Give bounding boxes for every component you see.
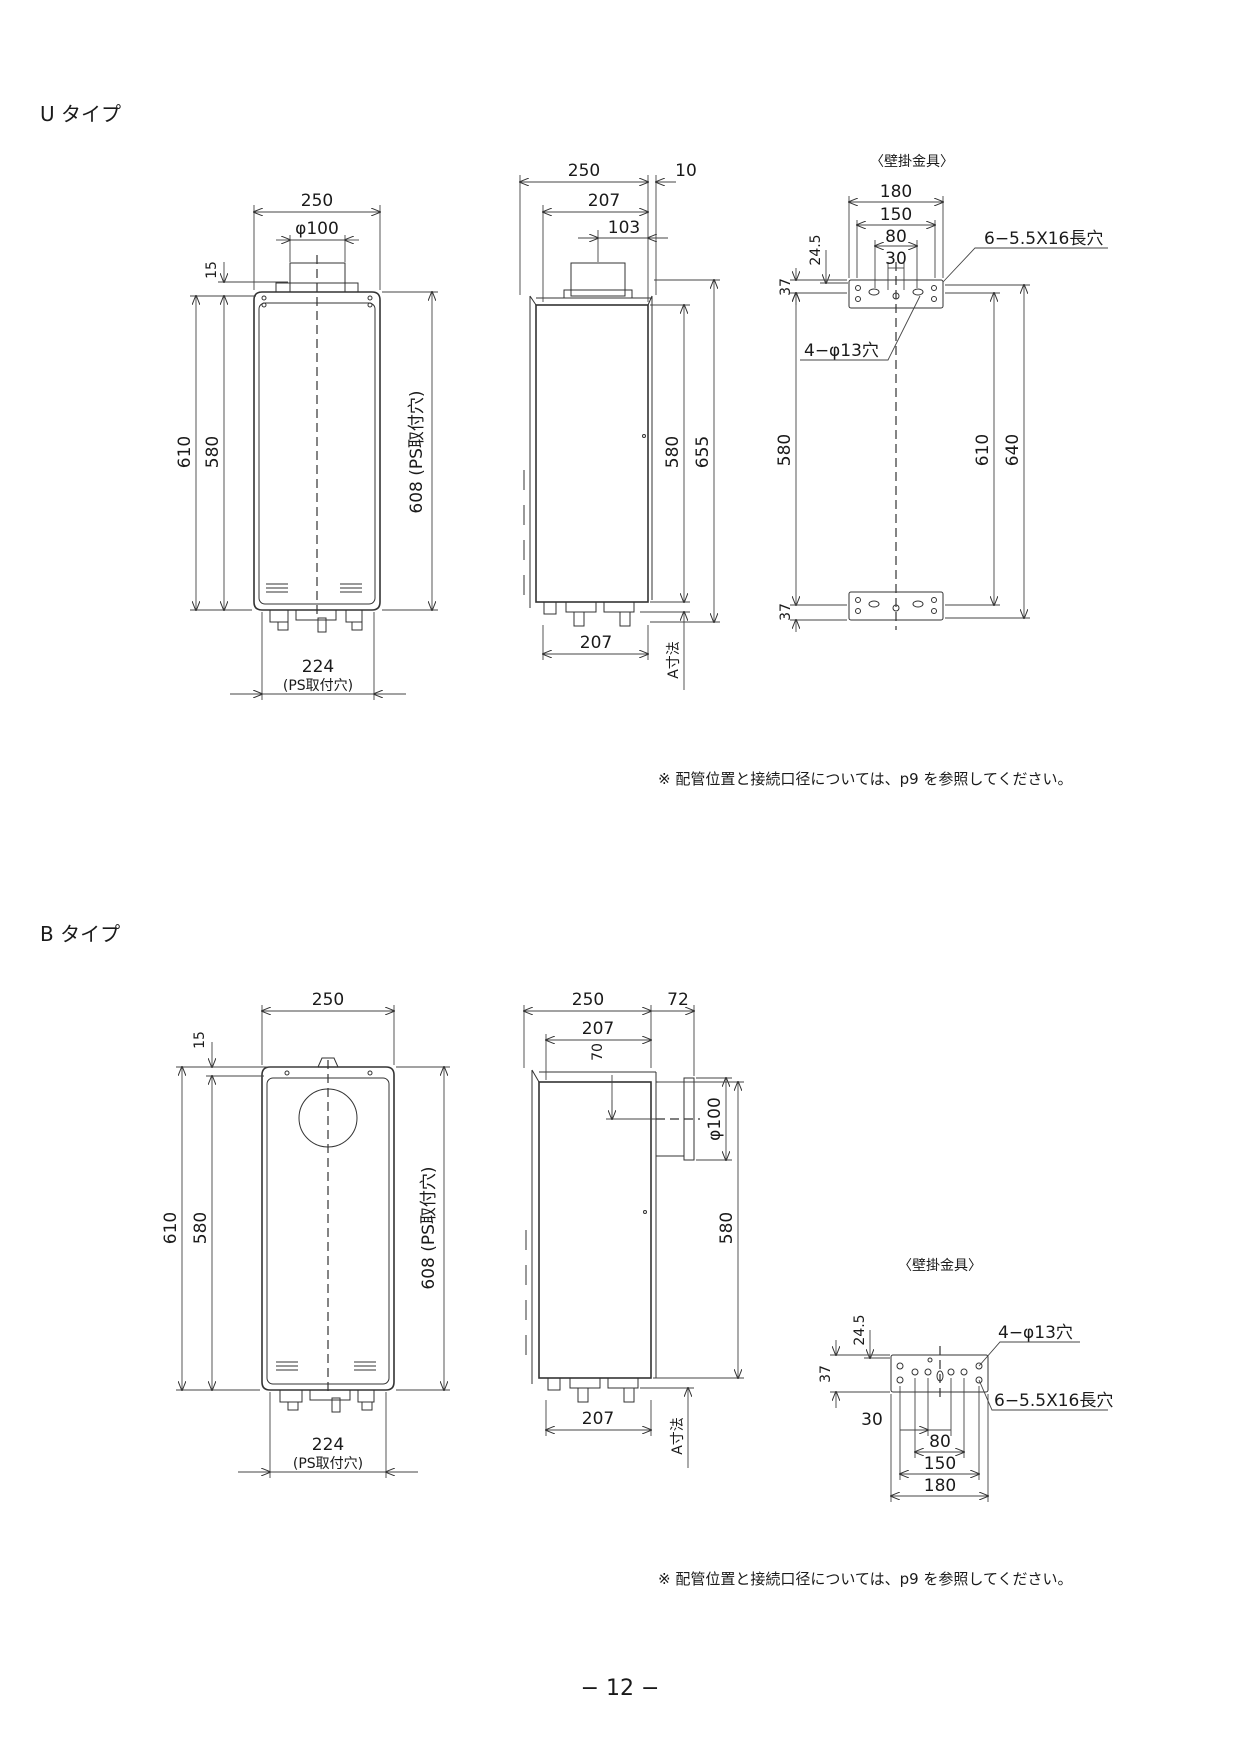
b-front-view (261, 1057, 395, 1413)
b-front-top-offset: 15 (192, 1031, 208, 1049)
b-type-title: B タイプ (40, 922, 121, 946)
u-front-top-offset: 15 (204, 261, 220, 279)
b-bracket-h24-5: 24.5 (852, 1314, 868, 1345)
u-side-flange: 10 (675, 161, 697, 181)
b-bracket-h37: 37 (818, 1365, 834, 1383)
b-side-flue-dia: φ100 (705, 1097, 725, 1141)
b-front-dimensions: 250 15 610 580 608 (PS取付穴) 224 (PS取付穴) (161, 990, 450, 1478)
u-bracket-h37-top: 37 (778, 278, 794, 296)
b-bracket-dimensions: 24.5 4−φ13穴 37 6−5.5X16長穴 30 80 150 180 (818, 1314, 1113, 1502)
u-bracket-dimensions: 180 150 80 30 24.5 6−5.5X16長穴 4−φ13穴 37 … (775, 182, 1108, 632)
u-bracket-view: 〈壁掛金具〉 (848, 154, 954, 630)
b-bracket-hole-label: 4−φ13穴 (998, 1323, 1073, 1343)
u-side-dimensions: 250 10 207 103 580 655 A寸法 207 (520, 161, 720, 690)
b-front-width: 250 (312, 990, 344, 1010)
u-bracket-w180: 180 (880, 182, 912, 202)
u-bracket-w30: 30 (885, 249, 907, 269)
u-side-height-body: 580 (663, 436, 683, 468)
u-bracket-w150: 150 (880, 205, 912, 225)
u-side-view (523, 262, 653, 627)
u-side-depth: 250 (568, 161, 600, 181)
b-front-ps-width-label: (PS取付穴) (293, 1456, 363, 1472)
b-front-height-total: 610 (161, 1212, 181, 1244)
u-bracket-title: 〈壁掛金具〉 (870, 154, 954, 170)
b-bracket-view: 〈壁掛金具〉 (890, 1258, 989, 1400)
b-side-flue-len: 72 (667, 990, 689, 1010)
u-side-a-dimension: A寸法 (666, 641, 682, 679)
u-type-note: ※ 配管位置と接続口径については、p9 を参照してください。 (658, 770, 1073, 788)
u-front-dimensions: 250 φ100 15 610 580 608 (PS取付穴) 224 (PS取… (175, 191, 438, 700)
b-side-bottom-depth: 207 (582, 1409, 614, 1429)
u-bracket-h37-bottom: 37 (778, 603, 794, 621)
b-side-flue-height: 70 (590, 1043, 606, 1061)
b-side-a-dimension: A寸法 (670, 1417, 686, 1455)
b-side-dimensions: 250 72 207 70 φ100 580 A寸法 207 (524, 990, 744, 1468)
page-number: − 12 − (580, 1676, 660, 1701)
u-side-depth-body: 207 (588, 191, 620, 211)
u-front-height-body: 580 (203, 436, 223, 468)
u-side-bottom-depth: 207 (580, 633, 612, 653)
b-bracket-w80: 80 (929, 1432, 951, 1452)
u-front-view (253, 255, 381, 633)
u-bracket-slot-label: 6−5.5X16長穴 (984, 229, 1103, 249)
b-side-view (525, 1069, 700, 1403)
b-bracket-w180: 180 (924, 1476, 956, 1496)
u-side-height-total: 655 (693, 436, 713, 468)
b-bracket-title: 〈壁掛金具〉 (898, 1258, 982, 1274)
b-front-ps-height: 608 (PS取付穴) (419, 1166, 439, 1289)
u-type-title: U タイプ (40, 102, 121, 126)
u-bracket-h640: 640 (1003, 434, 1023, 466)
u-front-ps-height: 608 (PS取付穴) (407, 390, 427, 513)
u-front-ps-width-label: (PS取付穴) (283, 678, 353, 694)
u-bracket-hole-label: 4−φ13穴 (804, 341, 879, 361)
u-front-height-total: 610 (175, 436, 195, 468)
u-bracket-h610: 610 (973, 434, 993, 466)
b-type-note: ※ 配管位置と接続口径については、p9 を参照してください。 (658, 1570, 1073, 1588)
u-bracket-w80: 80 (885, 227, 907, 247)
u-bracket-h580: 580 (775, 434, 795, 466)
b-side-depth: 250 (572, 990, 604, 1010)
u-side-flue-offset: 103 (608, 218, 640, 238)
u-bracket-h24-5: 24.5 (808, 234, 824, 265)
u-front-flue-dia: φ100 (295, 219, 339, 239)
b-front-height-body: 580 (191, 1212, 211, 1244)
b-bracket-w150: 150 (924, 1454, 956, 1474)
b-side-height-body: 580 (717, 1212, 737, 1244)
b-front-ps-width: 224 (312, 1435, 344, 1455)
b-side-depth-body: 207 (582, 1019, 614, 1039)
b-bracket-w30: 30 (861, 1410, 883, 1430)
b-bracket-slot-label: 6−5.5X16長穴 (994, 1391, 1113, 1411)
u-front-ps-width: 224 (302, 657, 334, 677)
u-front-width: 250 (301, 191, 333, 211)
